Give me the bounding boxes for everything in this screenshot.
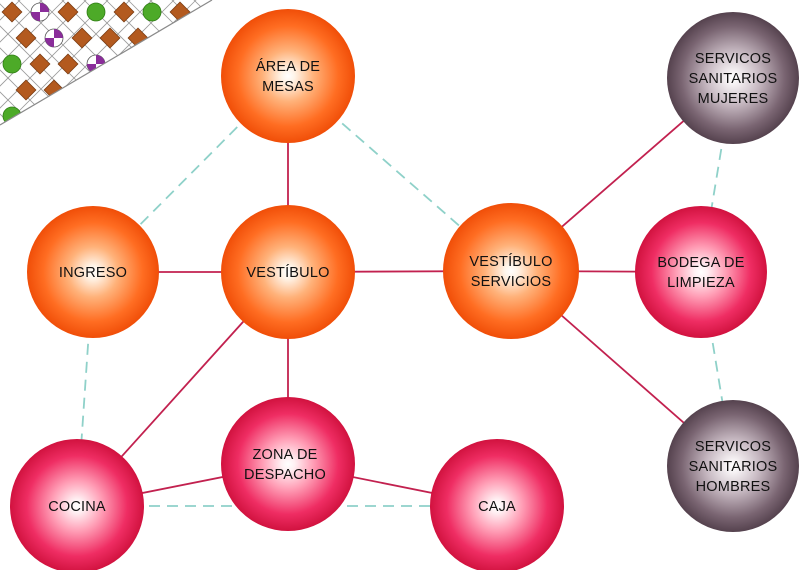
node-vestibulo-servicios: VESTÍBULO SERVICIOS <box>443 203 579 339</box>
node-label: SERVICOS SANITARIOS MUJERES <box>689 51 778 107</box>
node-label-line: INGRESO <box>59 265 127 281</box>
floor-tile <box>127 27 149 49</box>
node-circle <box>221 205 355 339</box>
nodes-group: ÁREA DE MESAS INGRESO VESTÍBULO VESTÍBULO SER… <box>10 9 799 570</box>
dashed-links-group <box>76 75 734 507</box>
node-label-line: HOMBRES <box>696 479 771 495</box>
dashed-link-area-mesas-vestibulo-servicios <box>287 75 512 272</box>
node-label-line: MESAS <box>262 79 314 95</box>
floor-tile <box>1 1 23 23</box>
node-circle <box>10 439 144 570</box>
node-ingreso: INGRESO <box>27 206 159 338</box>
node-vestibulo: VESTÍBULO <box>221 205 355 339</box>
node-label-line: DESPACHO <box>244 467 326 483</box>
node-label: SERVICOS SANITARIOS HOMBRES <box>689 439 778 495</box>
node-label: VESTÍBULO <box>246 264 329 281</box>
node-label-line: COCINA <box>48 499 106 515</box>
node-label-line: CAJA <box>478 499 516 515</box>
node-label-line: SERVICOS <box>695 439 771 455</box>
node-label-line: SANITARIOS <box>689 459 778 475</box>
floor-tile <box>30 2 50 22</box>
node-cocina: COCINA <box>10 439 144 570</box>
node-label-line: LIMPIEZA <box>667 275 735 291</box>
node-label-line: SANITARIOS <box>689 71 778 87</box>
node-label: ZONA DE DESPACHO <box>244 447 326 483</box>
floor-tile <box>71 27 93 49</box>
node-bodega-limpieza: BODEGA DE LIMPIEZA <box>635 206 767 338</box>
floor-pattern-edge <box>0 0 213 126</box>
floor-tile <box>113 1 135 23</box>
node-circle <box>221 397 355 531</box>
node-caja: CAJA <box>430 439 564 570</box>
node-area-mesas: ÁREA DE MESAS <box>221 9 355 143</box>
floor-tile <box>57 1 79 23</box>
node-label-line: SERVICOS <box>695 51 771 67</box>
floor-tile <box>44 28 64 48</box>
floor-tile <box>15 27 37 49</box>
node-circle <box>667 400 799 532</box>
floor-tile <box>99 27 121 49</box>
node-servicios-hombres: SERVICOS SANITARIOS HOMBRES <box>667 400 799 532</box>
solid-links-group <box>76 76 734 507</box>
floor-tile <box>86 2 106 22</box>
node-label-line: MUJERES <box>698 91 769 107</box>
node-circle <box>635 206 767 338</box>
floor-tile <box>2 54 22 74</box>
floor-tile <box>29 53 51 75</box>
node-label: CAJA <box>478 499 516 515</box>
node-label: INGRESO <box>59 265 127 281</box>
floor-tile <box>15 79 37 101</box>
node-label: VESTÍBULO SERVICIOS <box>469 253 552 290</box>
node-circle <box>27 206 159 338</box>
node-label-line: VESTÍBULO <box>469 253 552 270</box>
node-label-line: BODEGA DE <box>657 255 744 271</box>
node-zona-despacho: ZONA DE DESPACHO <box>221 397 355 531</box>
node-label-line: VESTÍBULO <box>246 264 329 281</box>
node-label: ÁREA DE MESAS <box>256 58 320 95</box>
node-label-line: ÁREA DE <box>256 58 320 75</box>
node-label-line: ZONA DE <box>252 447 317 463</box>
floor-tile <box>142 2 162 22</box>
node-circle <box>667 12 799 144</box>
node-label-line: SERVICIOS <box>471 274 552 290</box>
node-servicios-mujeres: SERVICOS SANITARIOS MUJERES <box>667 12 799 144</box>
node-circle <box>221 9 355 143</box>
node-circle <box>430 439 564 570</box>
floor-tile <box>57 53 79 75</box>
node-label: COCINA <box>48 499 106 515</box>
node-label: BODEGA DE LIMPIEZA <box>657 255 744 291</box>
node-circle <box>443 203 579 339</box>
